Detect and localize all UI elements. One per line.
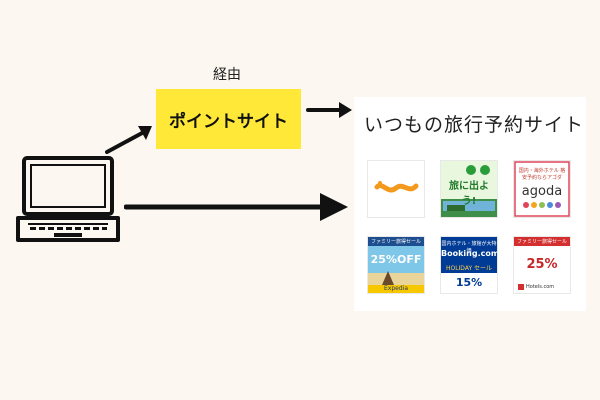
expedia-header: ファミリー旅得セール bbox=[370, 239, 421, 245]
expedia-footer: Expedia bbox=[384, 285, 408, 292]
rakuten-travel-banner-text: 旅に出よう! bbox=[449, 181, 489, 207]
arrow-pointsite-to-sites bbox=[306, 102, 352, 118]
booking-percent: 15% bbox=[455, 276, 483, 289]
site-card-agoda: 国内・海外ホテル 格安予約ならアゴダ agoda bbox=[514, 161, 570, 217]
hotels-com-banner-icon bbox=[514, 237, 570, 293]
jalan-logo-icon bbox=[374, 181, 419, 193]
agoda-subtext: 国内・海外ホテル 格安予約ならアゴダ bbox=[518, 168, 566, 181]
expedia-banner-icon bbox=[368, 237, 424, 293]
site-card-expedia: ファミリー旅得セール 25%OFF Expedia bbox=[368, 237, 424, 293]
hotels-com-footer: Hotels.com bbox=[526, 284, 555, 290]
point-site-box: ポイントサイト bbox=[156, 89, 301, 149]
expedia-percent: 25%OFF bbox=[370, 253, 422, 266]
site-card-hotels-com: ファミリー旅得セール 25% Hotels.com bbox=[514, 237, 570, 293]
booking-subtext: 国内ホテル・旅館が大特価 bbox=[441, 241, 497, 254]
agoda-wordmark: agoda bbox=[521, 184, 563, 199]
hotels-com-percent: 25% bbox=[526, 257, 558, 272]
booking-wordmark: Booking.com bbox=[441, 249, 497, 258]
agoda-logo-icon bbox=[514, 161, 570, 217]
point-site-label: ポイントサイト bbox=[169, 111, 288, 132]
rakuten-travel-banner-icon bbox=[441, 161, 497, 217]
usual-sites-title: いつもの旅行予約サイト bbox=[364, 114, 585, 136]
site-card-rakuten-travel: 旅に出よう! bbox=[441, 161, 497, 217]
booking-banner-icon bbox=[441, 237, 497, 293]
site-card-jalan bbox=[368, 161, 424, 217]
arrow-laptop-to-pointsite bbox=[105, 126, 152, 154]
site-card-booking: 国内ホテル・旅館が大特価 Booking.com HOLIDAY セール 15% bbox=[441, 237, 497, 293]
arrow-laptop-to-sites bbox=[124, 193, 348, 221]
via-label: 経由 bbox=[213, 67, 241, 83]
hotels-com-header: ファミリー旅得セール bbox=[516, 239, 567, 245]
booking-sale: HOLIDAY セール bbox=[445, 265, 493, 272]
laptop-icon bbox=[16, 156, 120, 242]
